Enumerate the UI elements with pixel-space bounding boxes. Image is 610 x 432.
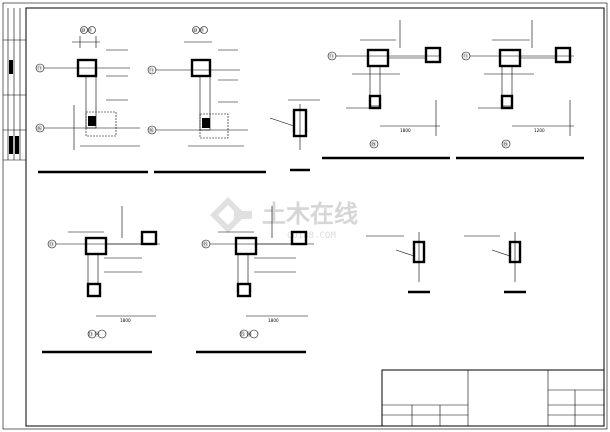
binding-strip [3,8,26,161]
watermark: 土木在线 COI88.COM [210,197,358,241]
detail-4-axis-bottom: ⑲ [503,141,508,148]
detail-5: ⑬ 1800 ⑬ ⑭ [42,206,160,354]
detail-6-dim: 1800 [268,318,279,323]
detail-3-axis-left: ⑪ [329,53,334,60]
detail-6: ⑮ 1800 ⑮ ⑯ [196,206,314,354]
detail-1-axis-left-a: ⑪ [37,65,42,72]
detail-5-axis-bottom: ⑬ ⑭ [88,331,100,338]
detail-2-axis-left-a: ⑪ [149,67,154,74]
section-detail-2 [366,232,430,294]
section-detail-1 [269,99,320,172]
detail-2-axis-left-b: ⑯ [149,127,154,134]
detail-1-axis-left-b: ⑯ [37,125,42,132]
detail-4-dim: 1200 [534,128,545,133]
detail-5-dim: 1800 [120,318,131,323]
drawing-frame [25,7,605,427]
detail-5-axis-left: ⑬ [49,241,54,248]
section-detail-3 [464,232,526,294]
watermark-site: COI88.COM [287,231,336,241]
detail-2: ⑩ ⑪ ⑪ ⑯ [147,26,266,174]
detail-1-axis-top: ⑩ ⑪ [81,27,92,34]
diamond-logo-icon [210,197,252,233]
detail-6-axis-left: ⑮ [203,241,208,248]
detail-1: ⑩ ⑪ ⑪ ⑯ [35,26,148,174]
detail-3-dim: 1800 [400,128,411,133]
detail-4-axis-left: ⑪ [463,53,468,60]
detail-6-axis-bottom: ⑮ ⑯ [240,331,252,338]
watermark-brand: 土木在线 [262,200,358,228]
title-block [381,369,605,427]
detail-2-axis-top: ⑩ ⑪ [193,27,204,34]
detail-3: ⑪ 1800 ⑲ [322,20,450,160]
detail-4: ⑪ 1200 ⑲ [456,20,584,160]
detail-3-axis-bottom: ⑲ [371,141,376,148]
